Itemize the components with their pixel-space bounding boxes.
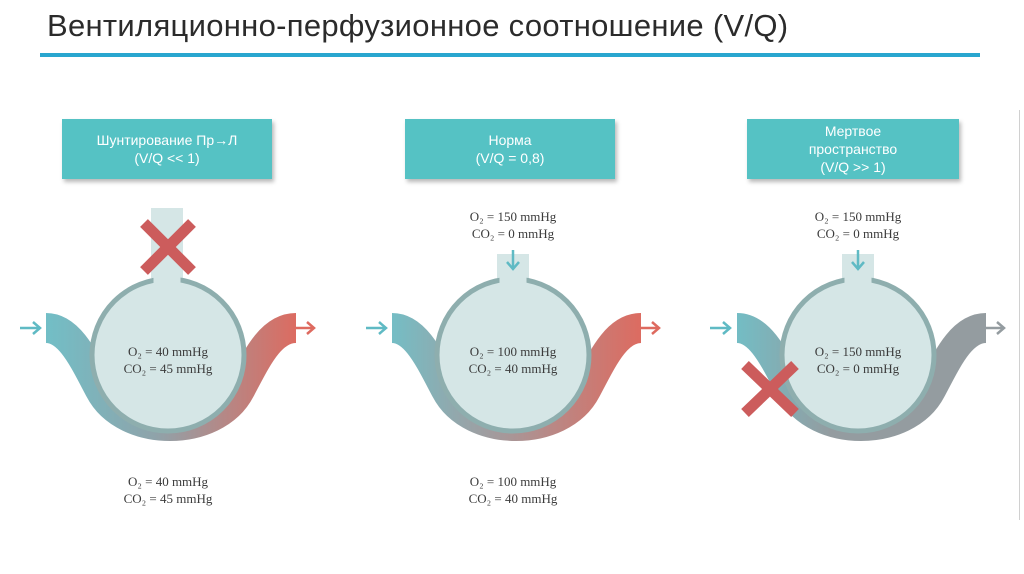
dead-space-header-line-1: Мертвое [824, 123, 882, 139]
shunt-panel [20, 208, 316, 441]
dead-space-air-inflow-arrow-icon [851, 250, 865, 271]
dead-space-blood-blocked-cross-icon [741, 361, 799, 417]
normal-alveolus-co2: CO₂ = 40 mmHg [468, 361, 558, 376]
shunt-alveolus-values: O₂ = 40 mmHg CO₂ = 45 mmHg [98, 343, 238, 377]
normal-header-line-1: Норма [488, 132, 532, 148]
shunt-airway-blocked-cross-icon [140, 219, 196, 275]
shunt-inflow-arrow-icon [20, 321, 42, 335]
dead-space-inflow-values: O₂ = 150 mmHg CO₂ = 0 mmHg [788, 208, 928, 242]
normal-inflow-arrow-icon [366, 321, 388, 335]
dead-space-airway-neck [844, 268, 872, 284]
shunt-outflow-co2: CO₂ = 45 mmHg [123, 491, 213, 506]
slide-title: Вентиляционно-перфузионное соотношение (… [47, 8, 789, 43]
dead-space-inflow-arrow-icon [710, 321, 732, 335]
normal-alveolus-o2: O₂ = 100 mmHg [469, 344, 557, 359]
normal-outflow-o2: O₂ = 100 mmHg [469, 474, 557, 489]
dead-space-header-line-2: пространство [808, 141, 898, 157]
dead-space-inflow-o2: O₂ = 150 mmHg [814, 209, 902, 224]
normal-outflow-co2: CO₂ = 40 mmHg [468, 491, 558, 506]
shunt-outflow-arrow-icon [296, 321, 316, 335]
normal-alveolus-values: O₂ = 100 mmHg CO₂ = 40 mmHg [443, 343, 583, 377]
shunt-outflow-values: O₂ = 40 mmHg CO₂ = 45 mmHg [98, 473, 238, 507]
slide-edge-divider [1019, 110, 1020, 520]
dead-space-header: Мертвое пространство (V/Q >> 1) [747, 119, 959, 179]
normal-panel [366, 250, 661, 441]
shunt-airway-neck [153, 268, 181, 284]
shunt-alveolus-o2: O₂ = 40 mmHg [127, 344, 209, 359]
shunt-alveolus-co2: CO₂ = 45 mmHg [123, 361, 213, 376]
normal-air-inflow-arrow-icon [506, 250, 520, 271]
dead-space-panel [710, 250, 1006, 441]
normal-header: Норма (V/Q = 0,8) [405, 119, 615, 179]
shunt-header: Шунтирование Пр→Л (V/Q << 1) [62, 119, 272, 179]
dead-space-alveolus-values: O₂ = 150 mmHg CO₂ = 0 mmHg [788, 343, 928, 377]
title-underline [40, 53, 980, 57]
normal-airway-neck [499, 268, 527, 284]
shunt-header-line-2: (V/Q << 1) [134, 150, 200, 166]
shunt-header-line-1: Шунтирование Пр→Л [96, 132, 238, 148]
normal-inflow-co2: CO₂ = 0 mmHg [471, 226, 555, 241]
normal-outflow-arrow-icon [641, 321, 661, 335]
dead-space-alveolus-o2: O₂ = 150 mmHg [814, 344, 902, 359]
normal-header-line-2: (V/Q = 0,8) [475, 150, 545, 166]
shunt-outflow-o2: O₂ = 40 mmHg [127, 474, 209, 489]
dead-space-alveolus-co2: CO₂ = 0 mmHg [816, 361, 900, 376]
normal-inflow-o2: O₂ = 150 mmHg [469, 209, 557, 224]
dead-space-outflow-arrow-icon [986, 321, 1006, 335]
dead-space-inflow-co2: CO₂ = 0 mmHg [816, 226, 900, 241]
dead-space-header-line-3: (V/Q >> 1) [820, 159, 886, 175]
normal-outflow-values: O₂ = 100 mmHg CO₂ = 40 mmHg [443, 473, 583, 507]
normal-inflow-values: O₂ = 150 mmHg CO₂ = 0 mmHg [443, 208, 583, 242]
